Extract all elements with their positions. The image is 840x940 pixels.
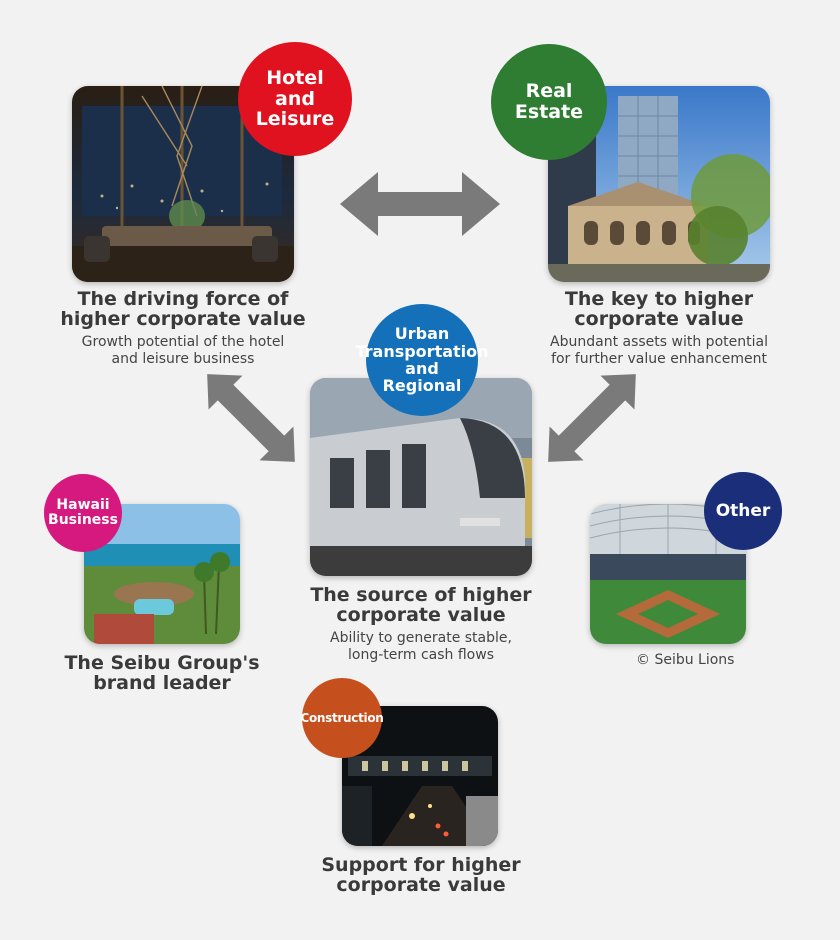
hotel-leisure-title: The driving force of higher corporate va… (60, 288, 306, 330)
hawaii-title: The Seibu Group's brand leader (64, 652, 260, 694)
real-estate-badge: Real Estate (491, 44, 607, 160)
real-estate-title: The key to higher corporate value (564, 288, 754, 330)
double-arrow-diagonal-left-icon (207, 374, 295, 462)
real-estate-photo (548, 86, 770, 282)
real-estate-subtitle: Abundant assets with potential for furth… (550, 334, 768, 367)
hawaii-badge: Hawaii Business (44, 474, 122, 552)
double-arrow-diagonal-right-icon (548, 374, 636, 462)
hotel-leisure-subtitle: Growth potential of the hotel and leisur… (81, 334, 285, 367)
construction-title: Support for higher corporate value (321, 854, 521, 896)
urban-transport-subtitle: Ability to generate stable, long-term ca… (330, 630, 512, 663)
hotel-leisure-badge: Hotel and Leisure (238, 42, 352, 156)
urban-transport-badge: Urban Transportation and Regional (355, 304, 489, 416)
construction-badge: Construction (300, 678, 384, 758)
photo-credit: © Seibu Lions (636, 652, 735, 668)
double-arrow-horizontal-icon (340, 172, 500, 236)
other-badge: Other (704, 472, 782, 550)
urban-transport-title: The source of higher corporate value (310, 584, 532, 626)
construction-photo (342, 706, 498, 846)
